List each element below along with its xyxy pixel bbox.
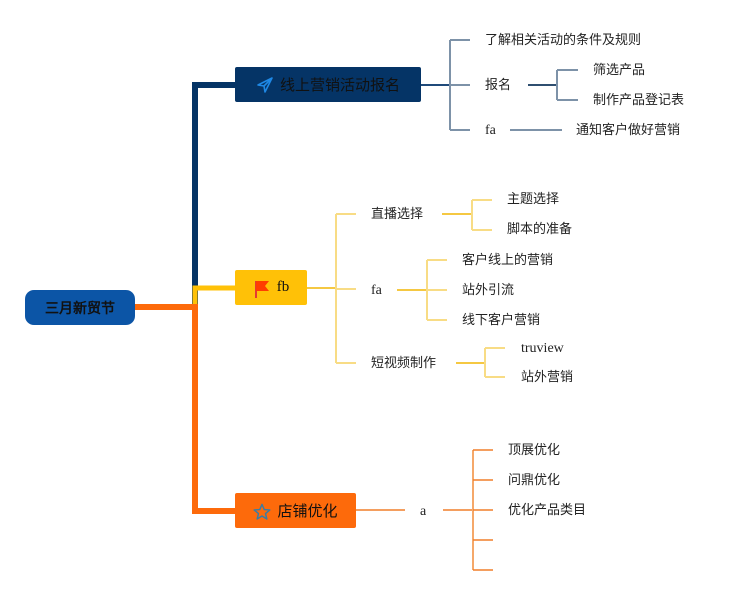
subtopic-node[interactable]: 筛选产品 xyxy=(593,62,645,80)
subtopic-node[interactable]: 站外营销 xyxy=(521,369,573,387)
root-node[interactable]: 三月新贸节 xyxy=(25,290,135,325)
subtopic-label: 筛选产品 xyxy=(593,63,646,78)
subtopic-label: 优化产品类目 xyxy=(508,503,587,518)
subtopic-node[interactable]: 通知客户做好营销 xyxy=(576,122,680,140)
topic-label: 短视频制作 xyxy=(371,356,437,371)
subtopic-node[interactable]: 线下客户营销 xyxy=(462,312,540,330)
connector-root-branch1 xyxy=(135,82,235,310)
flag-icon xyxy=(253,279,271,298)
topic-node[interactable]: fa xyxy=(485,122,496,140)
star-icon xyxy=(253,502,272,520)
topic-label: 报名 xyxy=(485,78,512,93)
root-label: 三月新贸节 xyxy=(45,300,115,317)
connector-root-branch3 xyxy=(135,304,235,514)
branch-fb[interactable]: fb xyxy=(235,270,307,305)
branch-store-optimization[interactable]: 店铺优化 xyxy=(235,493,356,528)
subtopic-label: truview xyxy=(521,341,564,356)
subtopic-node[interactable]: 制作产品登记表 xyxy=(593,92,684,110)
subtopic-label: 线下客户营销 xyxy=(462,313,541,328)
topic-label: a xyxy=(420,504,427,519)
subtopic-label: 站外营销 xyxy=(521,370,574,385)
branch-online-marketing[interactable]: 线上营销活动报名 xyxy=(235,67,421,102)
paper-plane-icon xyxy=(256,76,274,94)
topic-label: 直播选择 xyxy=(371,207,424,222)
subtopic-label: 顶展优化 xyxy=(508,443,561,458)
subtopic-node[interactable]: 主题选择 xyxy=(507,191,559,209)
topic-node[interactable]: 短视频制作 xyxy=(371,355,436,373)
subtopic-node[interactable]: 客户线上的营销 xyxy=(462,252,553,270)
topic-node[interactable]: 了解相关活动的条件及规则 xyxy=(485,32,641,50)
topic-node[interactable]: fa xyxy=(371,282,382,300)
topic-node[interactable]: a xyxy=(420,503,426,521)
subtopic-label: 客户线上的营销 xyxy=(462,253,554,268)
subtopic-node[interactable]: 顶展优化 xyxy=(508,442,560,460)
branch1-connectors xyxy=(421,39,578,131)
topic-label: fa xyxy=(371,283,382,298)
subtopic-node[interactable]: truview xyxy=(521,340,564,358)
subtopic-label: 问鼎优化 xyxy=(508,473,561,488)
subtopic-node[interactable]: 优化产品类目 xyxy=(508,502,586,520)
subtopic-label: 主题选择 xyxy=(507,192,560,207)
root-connectors xyxy=(135,82,235,514)
branch-label: 线上营销活动报名 xyxy=(279,76,400,94)
subtopic-label: 站外引流 xyxy=(462,283,515,298)
subtopic-node[interactable]: 站外引流 xyxy=(462,282,514,300)
subtopic-node[interactable]: 问鼎优化 xyxy=(508,472,560,490)
branch-label: fb xyxy=(276,279,290,295)
branch3-connectors xyxy=(356,449,493,571)
subtopic-node[interactable]: 脚本的准备 xyxy=(507,221,572,239)
topic-label: fa xyxy=(485,123,496,138)
topic-label: 了解相关活动的条件及规则 xyxy=(485,33,642,48)
branch-label: 店铺优化 xyxy=(277,502,338,520)
subtopic-label: 通知客户做好营销 xyxy=(576,123,681,138)
topic-node[interactable]: 直播选择 xyxy=(371,206,423,224)
branch2-connectors xyxy=(307,199,505,378)
subtopic-label: 脚本的准备 xyxy=(507,222,573,237)
topic-node[interactable]: 报名 xyxy=(485,77,511,95)
subtopic-label: 制作产品登记表 xyxy=(593,93,685,108)
